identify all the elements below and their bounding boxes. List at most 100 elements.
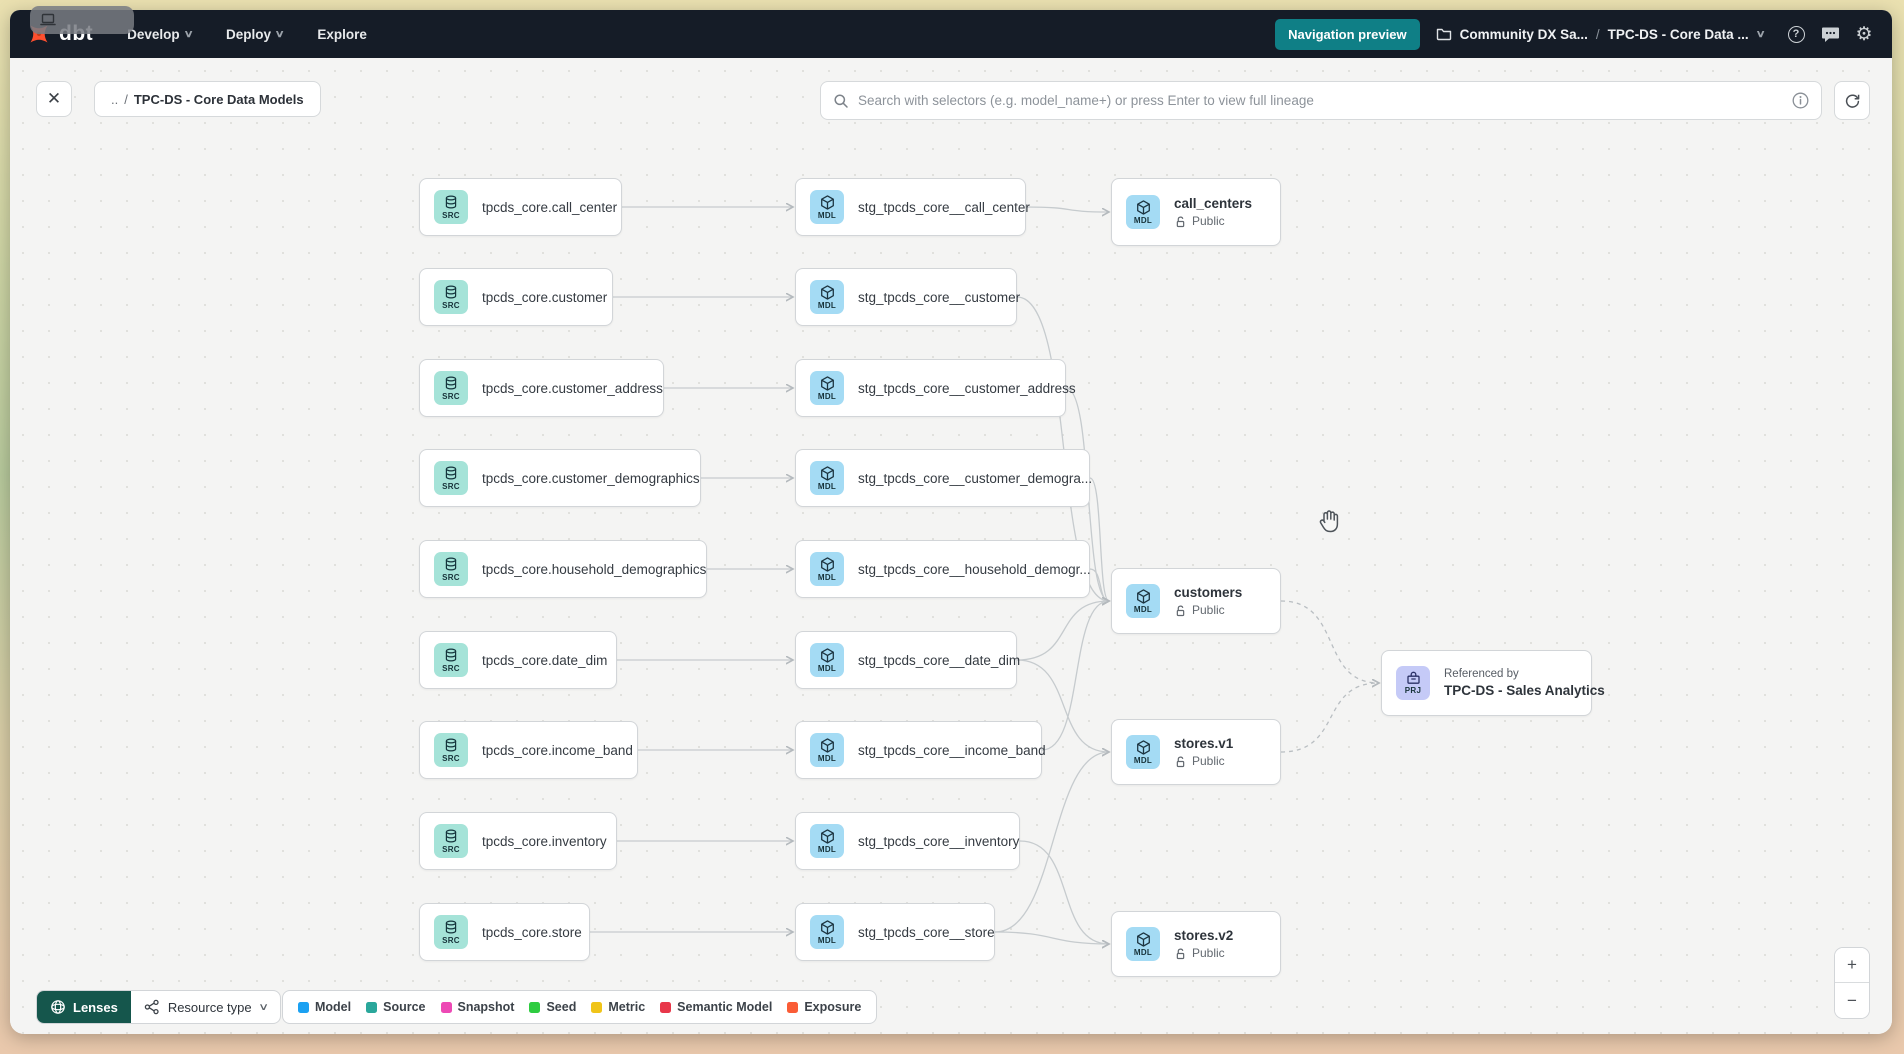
node-s8[interactable]: SRC tpcds_core.inventory [419,812,617,870]
navigation-preview-button[interactable]: Navigation preview [1275,18,1420,50]
folder-icon [1436,28,1451,41]
project-breadcrumb[interactable]: Community DX Sa... / TPC-DS - Core Data … [1436,26,1766,42]
node-label: tpcds_core.household_demographics [482,561,707,577]
model-badge: MDL [810,552,844,586]
feedback-button[interactable] [1820,24,1840,44]
lenses-button[interactable]: Lenses [37,991,131,1023]
node-m3[interactable]: MDL stg_tpcds_core__customer_address [795,359,1076,417]
database-icon [445,466,457,480]
database-icon [445,648,457,662]
node-s4[interactable]: SRC tpcds_core.customer_demographics [419,449,701,507]
node-cu[interactable]: MDL customers Public [1111,568,1281,634]
source-badge: SRC [434,643,468,677]
source-badge: SRC [434,552,468,586]
referenced-by-caption: Referenced by [1444,668,1519,680]
search-input[interactable] [858,93,1783,108]
breadcrumb-up-level[interactable]: .. [111,91,119,107]
zoom-in-button[interactable]: + [1835,948,1869,983]
node-s5[interactable]: SRC tpcds_core.household_demographics [419,540,707,598]
node-label: tpcds_core.customer_demographics [482,470,700,486]
edge-m4-cu [1089,477,1109,601]
node-v1[interactable]: MDL stores.v1 Public [1111,719,1281,785]
lineage-breadcrumb-chip[interactable]: .. / TPC-DS - Core Data Models [94,81,321,117]
node-s6[interactable]: SRC tpcds_core.date_dim [419,631,617,689]
breadcrumb-separator: / [1595,26,1600,42]
refresh-lineage-button[interactable] [1834,81,1870,120]
node-s1[interactable]: SRC tpcds_core.call_center [419,178,622,236]
close-lineage-button[interactable]: ✕ [36,81,72,117]
node-m4[interactable]: MDL stg_tpcds_core__customer_demogra... [795,449,1092,507]
node-s3[interactable]: SRC tpcds_core.customer_address [419,359,664,417]
database-icon [445,195,457,209]
visibility-row: Public [1174,946,1233,960]
visibility-label: Public [1192,603,1225,617]
cube-icon [820,375,834,391]
node-v2[interactable]: MDL stores.v2 Public [1111,911,1281,977]
legend-label: Snapshot [457,1000,515,1014]
breadcrumb-project[interactable]: Community DX Sa... [1459,26,1588,42]
model-badge: MDL [1126,735,1160,769]
database-icon [445,285,457,299]
legend-item-semantic-model: Semantic Model [660,1000,772,1014]
legend-item-exposure: Exposure [787,1000,861,1014]
node-label: stg_tpcds_core__call_center [858,199,1030,215]
legend-label: Model [315,1000,352,1014]
node-label: stg_tpcds_core__store [858,924,995,940]
laptop-icon [40,13,56,26]
node-m6[interactable]: MDL stg_tpcds_core__date_dim [795,631,1020,689]
refresh-icon [1845,94,1859,108]
node-label: stores.v2 [1174,928,1234,943]
model-badge: MDL [1126,927,1160,961]
node-cc[interactable]: MDL call_centers Public [1111,178,1281,246]
chevron-down-icon[interactable]: ∨ [1755,28,1766,40]
node-m2[interactable]: MDL stg_tpcds_core__customer [795,268,1021,326]
cube-icon [1136,739,1150,755]
legend-item-snapshot: Snapshot [440,1000,515,1014]
resource-type-dropdown[interactable]: Resource type ∨ [131,991,280,1023]
lock-open-icon [1176,756,1185,767]
node-label: stg_tpcds_core__customer [858,289,1021,305]
menu-explore[interactable]: Explore [317,26,367,42]
node-label: tpcds_core.customer_address [482,380,663,396]
edge-m6-cu [1016,601,1109,661]
menu-deploy[interactable]: Deploy∨ [226,26,285,42]
node-label: TPC-DS - Sales Analytics [1444,683,1605,698]
node-label: stg_tpcds_core__income_band [858,742,1046,758]
model-badge: MDL [810,643,844,677]
legend-item-source: Source [366,1000,426,1014]
resource-type-label: Resource type [167,999,252,1015]
breadcrumb-page[interactable]: TPC-DS - Core Data ... [1607,26,1749,42]
node-m9[interactable]: MDL stg_tpcds_core__store [795,903,995,961]
cube-icon [820,647,834,663]
legend-label: Semantic Model [677,1000,773,1014]
cube-icon [820,556,834,572]
node-label: customers [1174,585,1243,600]
source-badge: SRC [434,733,468,767]
node-m7[interactable]: MDL stg_tpcds_core__income_band [795,721,1046,779]
settings-button[interactable]: ⚙ [1854,24,1874,44]
model-badge: MDL [810,280,844,314]
node-s9[interactable]: SRC tpcds_core.store [419,903,590,961]
node-s7[interactable]: SRC tpcds_core.income_band [419,721,638,779]
cube-icon [1136,931,1150,947]
info-icon[interactable] [1792,92,1809,109]
node-prj[interactable]: PRJ Referenced by TPC-DS - Sales Analyti… [1381,650,1605,716]
menu-develop[interactable]: Develop∨ [127,26,194,42]
visibility-row: Public [1174,214,1252,228]
zoom-out-button[interactable]: − [1835,983,1869,1018]
lenses-label: Lenses [73,999,118,1015]
node-label: tpcds_core.inventory [482,833,607,849]
zoom-controls: + − [1834,947,1870,1019]
lenses-icon [51,1000,65,1014]
node-s2[interactable]: SRC tpcds_core.customer [419,268,613,326]
visibility-row: Public [1174,603,1242,617]
node-m1[interactable]: MDL stg_tpcds_core__call_center [795,178,1030,236]
legend-item-metric: Metric [591,1000,645,1014]
legend-label: Exposure [804,1000,862,1014]
node-m8[interactable]: MDL stg_tpcds_core__inventory [795,812,1020,870]
help-button[interactable]: ? [1786,24,1806,44]
node-label: stg_tpcds_core__customer_address [858,380,1076,396]
node-m5[interactable]: MDL stg_tpcds_core__household_demogr... [795,540,1091,598]
edge-m7-cu [1041,601,1109,751]
